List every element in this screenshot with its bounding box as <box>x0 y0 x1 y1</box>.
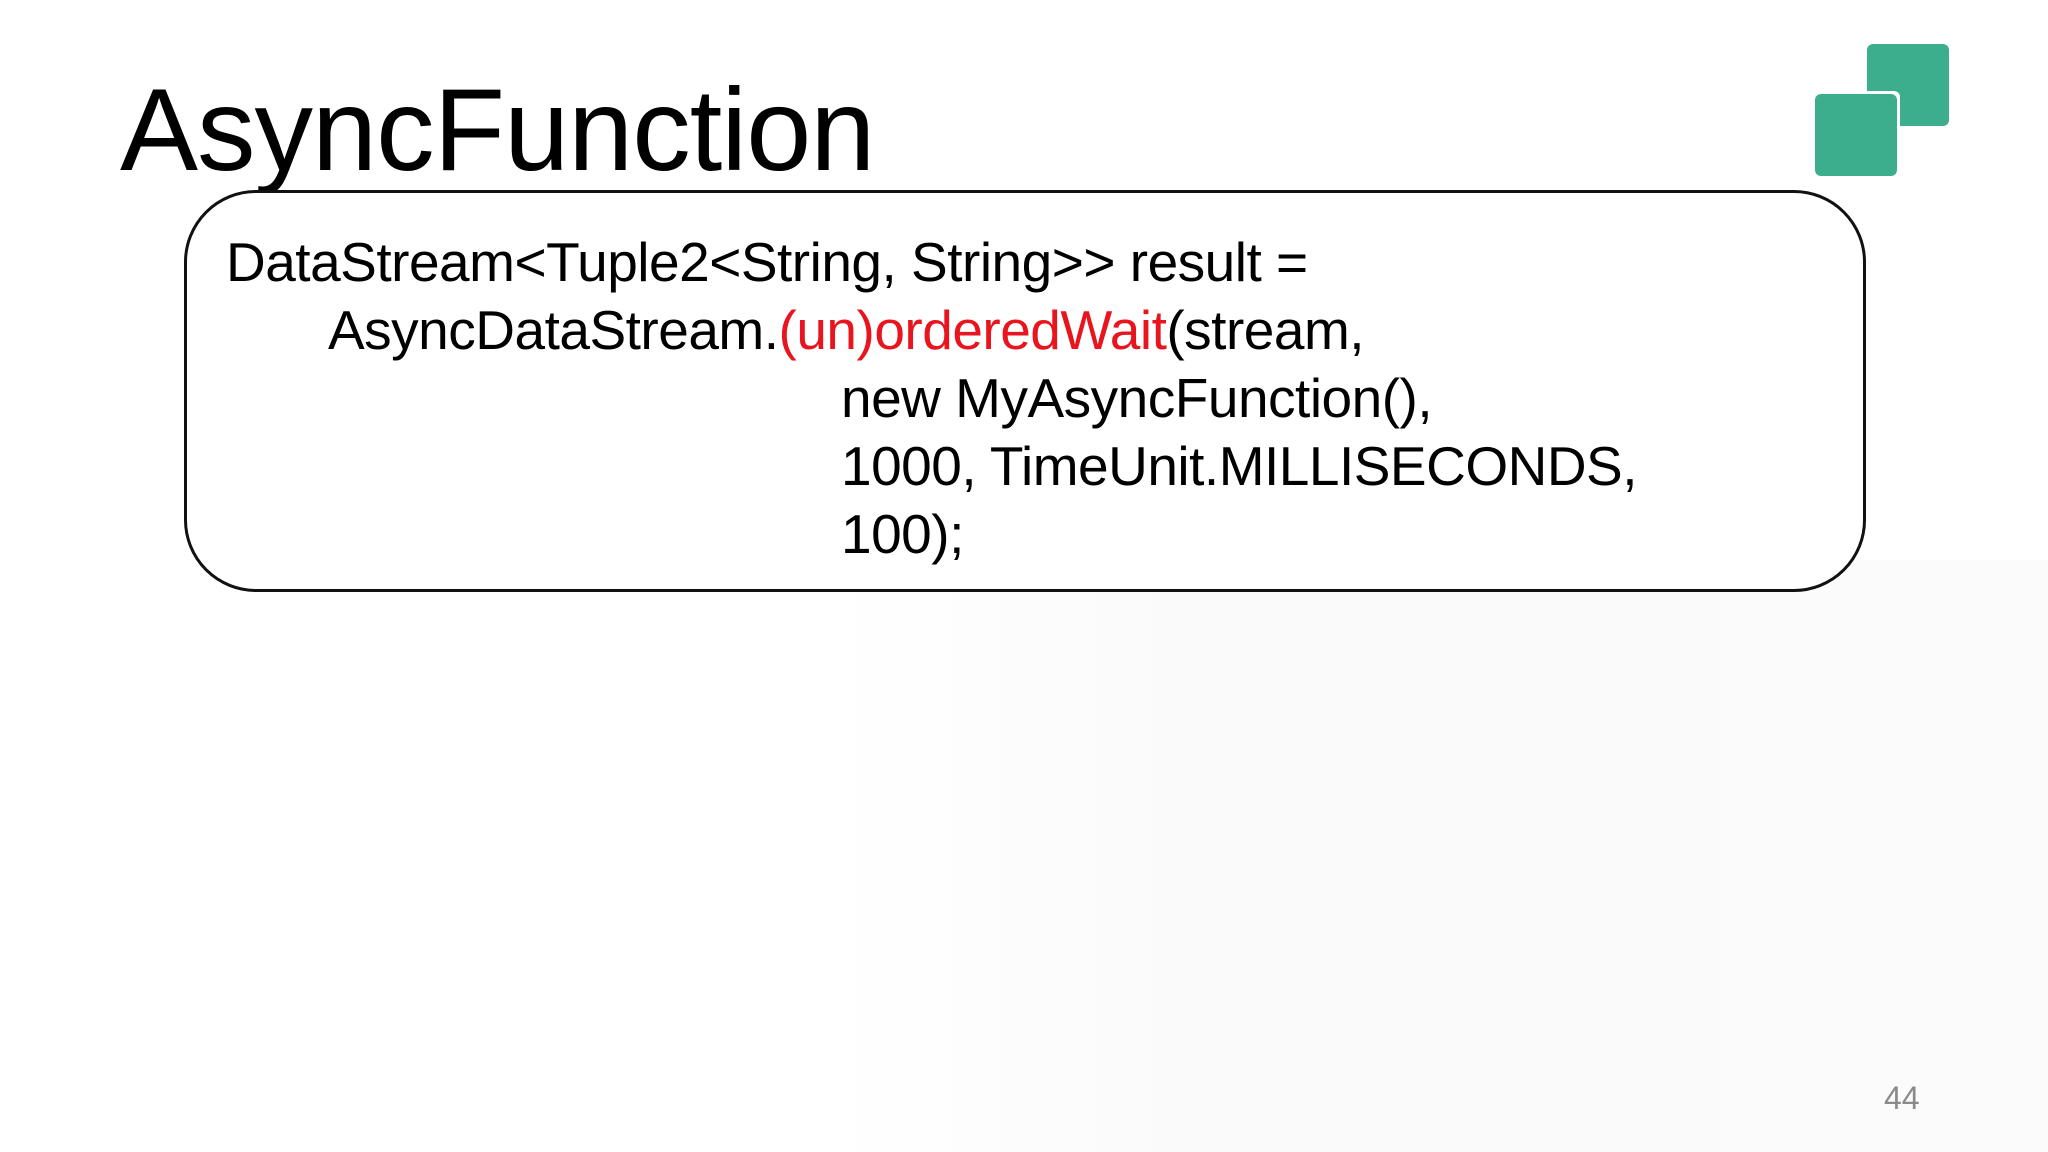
code-line-5: 100); <box>841 503 964 565</box>
code-block: DataStream<Tuple2<String, String>> resul… <box>184 190 1866 592</box>
slide-title: AsyncFunction <box>120 64 875 195</box>
code-line-2-suffix: (stream, <box>1166 299 1365 361</box>
code-line-2: AsyncDataStream.(un)orderedWait(stream, <box>328 297 1365 363</box>
background-shade <box>830 560 2048 1152</box>
logo-square-front <box>1815 94 1897 176</box>
brand-logo <box>1815 44 1949 176</box>
code-line-2-prefix: AsyncDataStream. <box>328 299 779 361</box>
code-line-3: new MyAsyncFunction(), <box>841 367 1433 429</box>
code-line-4: 1000, TimeUnit.MILLISECONDS, <box>841 435 1638 497</box>
code-line-1: DataStream<Tuple2<String, String>> resul… <box>226 231 1308 293</box>
code-highlight-method: (un)orderedWait <box>778 299 1167 361</box>
page-number: 44 <box>1884 1080 1920 1116</box>
